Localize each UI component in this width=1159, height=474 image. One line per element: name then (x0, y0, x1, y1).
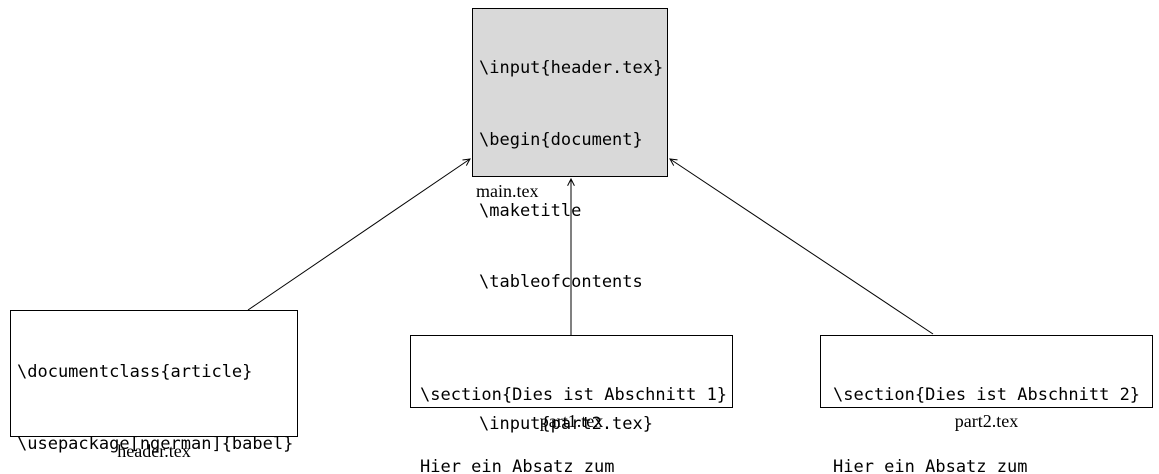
node-label-part1-tex: part1.tex (539, 411, 604, 431)
code-line: \input{header.tex} (479, 58, 664, 79)
code-line: \section{Dies ist Abschnitt 2} (833, 385, 1141, 406)
node-main-tex: \input{header.tex} \begin{document} \mak… (472, 8, 668, 434)
code-line: Hier ein Absatz zum (420, 456, 615, 474)
node-label-header-tex: header.tex (117, 441, 191, 461)
node-part1-tex: \section{Dies ist Abschnitt 1} Hier ein … (410, 335, 733, 474)
code-line: \documentclass{article} (17, 362, 253, 383)
code-line: \usepackage[ngerman]{babel} (17, 433, 294, 454)
code-line: \section{Dies ist Abschnitt 1} (420, 385, 728, 406)
node-label-main-tex: main.tex (476, 181, 539, 201)
node-label-part2-tex: part2.tex (954, 411, 1019, 431)
edge-header-to-main (247, 158, 471, 311)
edge-part2-to-main (669, 158, 934, 335)
code-line: \input{part2.tex} (479, 413, 653, 434)
code-line: \begin{document} (479, 129, 643, 150)
node-part2-tex: \section{Dies ist Abschnitt 2} Hier ein … (820, 335, 1153, 474)
code-line: \maketitle (479, 200, 582, 221)
code-line: \tableofcontents (479, 271, 643, 292)
node-header-tex: \documentclass{article} \usepackage[nger… (10, 310, 298, 454)
code-line: Hier ein Absatz zum (833, 456, 1028, 474)
